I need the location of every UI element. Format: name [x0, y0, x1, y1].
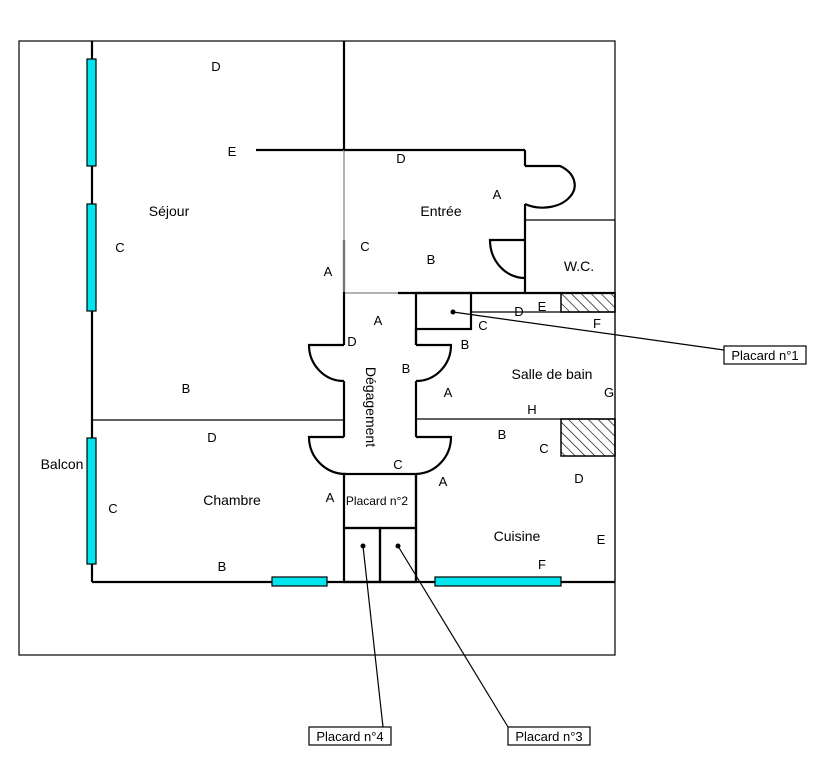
wall-label: B — [182, 381, 191, 396]
room-sejour: Séjour — [149, 203, 190, 219]
wall-label: C — [108, 501, 117, 516]
wall-label: B — [461, 337, 470, 352]
placard1-leader — [452, 311, 725, 351]
window-cuisine — [434, 576, 562, 587]
placard1-box — [414, 291, 473, 331]
deg-right-door-top — [415, 343, 453, 383]
wc-door-arc — [488, 238, 526, 280]
room-salle-de-bain: Salle de bain — [512, 366, 593, 382]
placard1-callout: Placard n°1 — [731, 348, 798, 363]
placard4-leader — [362, 545, 384, 728]
wall-label: C — [393, 457, 402, 472]
wall-label: E — [538, 299, 547, 314]
window-sejour-top — [86, 58, 97, 167]
wall-label: A — [439, 474, 448, 489]
window-chambre — [86, 437, 97, 565]
wall-label: F — [538, 557, 546, 572]
window-chambre-bottom — [271, 576, 328, 587]
duct-bottom — [560, 418, 616, 457]
deg-left-door-bottom — [307, 435, 347, 476]
wall-label: D — [396, 151, 405, 166]
wall-label: A — [374, 313, 383, 328]
placard4-callout: Placard n°4 — [316, 729, 383, 744]
placard3-leader — [397, 545, 509, 728]
wall-label: B — [498, 427, 507, 442]
placard1-callout-box — [723, 345, 807, 365]
room-placard2: Placard n°2 — [346, 494, 408, 508]
room-cuisine: Cuisine — [494, 528, 541, 544]
placard4-callout-box — [308, 726, 392, 746]
room-wc: W.C. — [564, 258, 594, 274]
duct-top — [560, 292, 616, 313]
wall-label: A — [444, 385, 453, 400]
room-entree: Entrée — [420, 203, 461, 219]
room-degagement: Dégagement — [363, 367, 379, 447]
room-balcon: Balcon — [41, 456, 84, 472]
wall-label: B — [402, 361, 411, 376]
wall-label: D — [207, 430, 216, 445]
wall-label: C — [115, 240, 124, 255]
wall-label: D — [347, 334, 356, 349]
placard3-box — [378, 526, 418, 584]
wall-label: E — [597, 532, 606, 547]
entree-door-arc — [524, 164, 576, 209]
wall-label: C — [360, 239, 369, 254]
wall-label: E — [228, 144, 237, 159]
wall-label: B — [218, 559, 227, 574]
outer-boundary — [18, 40, 616, 656]
deg-right-door-bottom — [415, 435, 453, 476]
wall-label: B — [427, 252, 436, 267]
room-chambre: Chambre — [203, 492, 261, 508]
placard3-callout-box — [507, 726, 591, 746]
wall-label: H — [527, 402, 536, 417]
placard3-callout: Placard n°3 — [515, 729, 582, 744]
wall-label: D — [211, 59, 220, 74]
window-sejour-mid — [86, 203, 97, 312]
wall-label: C — [478, 318, 487, 333]
wall-label: A — [324, 264, 333, 279]
wall-label: C — [539, 441, 548, 456]
wall-label: A — [326, 490, 335, 505]
deg-left-door-top — [307, 343, 345, 383]
wall-label: F — [593, 316, 601, 331]
placard4-box — [342, 526, 382, 584]
wall-label: D — [574, 471, 583, 486]
wall-label: G — [604, 385, 614, 400]
wall-label: A — [493, 187, 502, 202]
wall-label: D — [514, 304, 523, 319]
